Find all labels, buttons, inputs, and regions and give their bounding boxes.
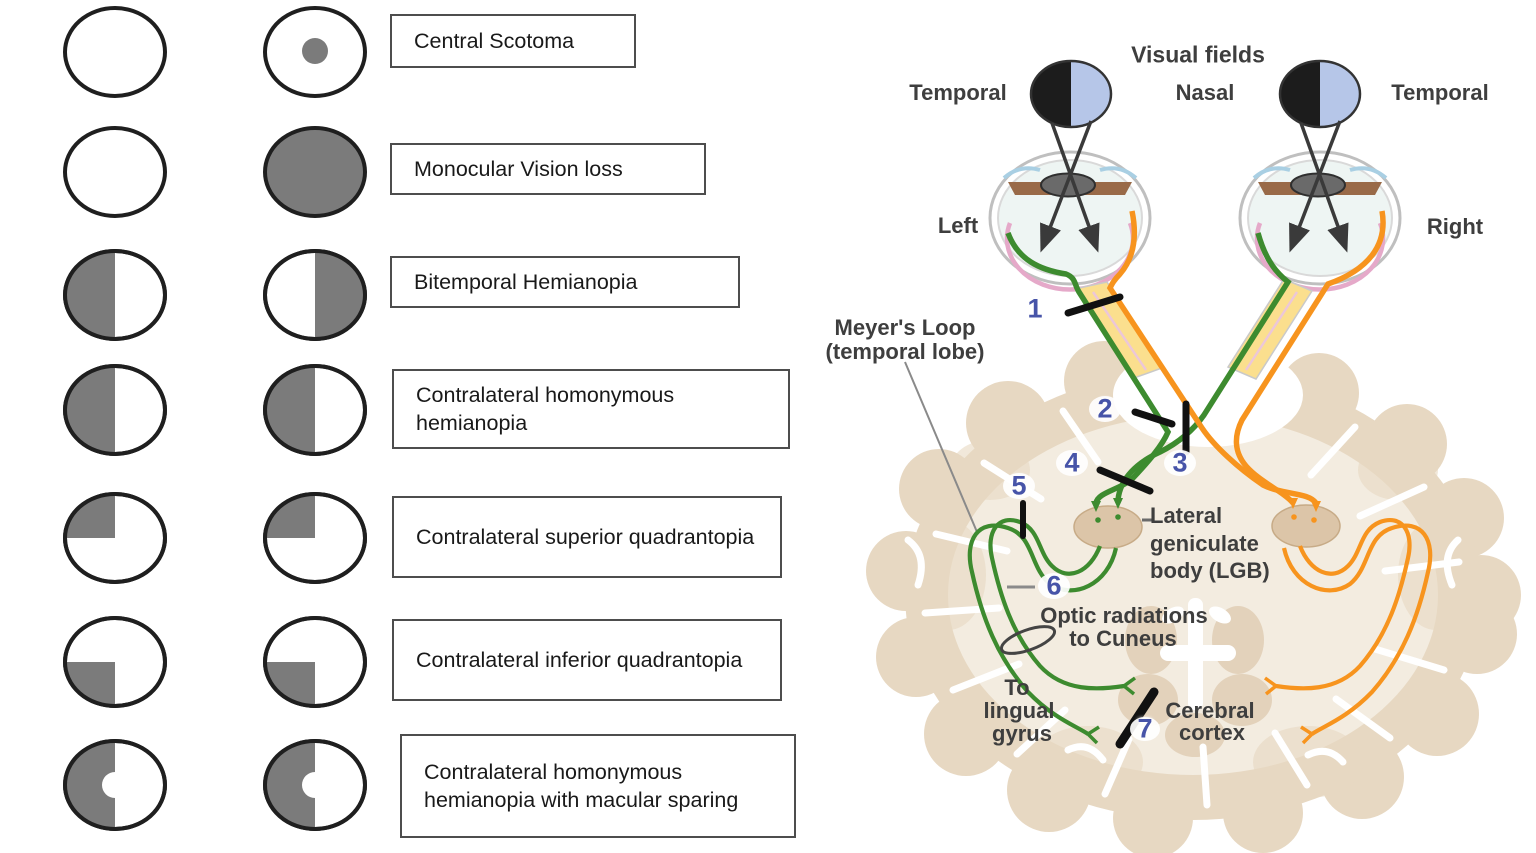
- nasal-field-label: Nasal: [1175, 80, 1235, 105]
- right-visual-field-disk: [1278, 59, 1362, 129]
- right-eye-label: Right: [1426, 214, 1484, 239]
- ventricle: [1160, 598, 1236, 710]
- light-ray-arrows: [1040, 120, 1349, 253]
- lgb-label-line2: geniculate: [1150, 530, 1259, 556]
- field-diagram-left-eye-normal: [63, 6, 167, 98]
- field-diagram-left-eye-left-half-macular-sparing: [63, 739, 167, 831]
- field-diagram-left-eye-upper-left-quadrant-loss: [63, 492, 167, 584]
- field-diagram-left-eye-normal: [63, 126, 167, 218]
- green-lgb-terminals: [1091, 498, 1123, 523]
- lingual-gyrus-label-line1: To: [1004, 675, 1030, 700]
- field-diagram-right-eye-right-half-loss: [263, 249, 367, 341]
- field-diagram-right-eye-left-half-macular-sparing: [263, 739, 367, 831]
- defect-label-box: Monocular Vision loss: [390, 143, 706, 195]
- meyers-loop-label-line1: Meyer's Loop: [834, 315, 976, 340]
- field-diagram-right-eye-total-loss: [263, 126, 367, 218]
- meyers-loop-leader-line: [904, 361, 978, 533]
- cerebral-cortex-label-line2: cortex: [1178, 720, 1246, 745]
- left-lgb: [1073, 505, 1143, 549]
- orange-pathway: [1106, 210, 1433, 745]
- brain-section: [866, 341, 1521, 853]
- defect-label-box: Central Scotoma: [390, 14, 636, 68]
- field-diagram-left-eye-left-half-loss: [63, 364, 167, 456]
- right-lgb: [1271, 504, 1341, 548]
- lgb-label: Lateral geniculate body (LGB): [1150, 502, 1270, 585]
- temporal-field-label-left: Temporal: [909, 80, 1007, 105]
- optic-radiations-label-line1: Optic radiations: [1040, 603, 1208, 628]
- lesion-site-7: 7: [1137, 713, 1153, 744]
- defect-label: Central Scotoma: [414, 28, 575, 53]
- left-eye-label: Left: [937, 213, 979, 238]
- defect-label: Contralateral inferior quadrantopia: [416, 647, 743, 672]
- defect-label: Contralateral homonymous hemianopia with…: [424, 759, 739, 812]
- lesion-ticks: [1020, 293, 1190, 749]
- defect-label-box: Contralateral superior quadrantopia: [392, 496, 782, 578]
- optic-radiations-loop-symbol: [999, 625, 1057, 655]
- defect-label: Contralateral superior quadrantopia: [416, 524, 755, 549]
- lesion-site-3: 3: [1172, 447, 1188, 478]
- defect-label-box: Contralateral inferior quadrantopia: [392, 619, 782, 701]
- temporal-field-label-right: Temporal: [1391, 80, 1489, 105]
- visual-pathway-art: [866, 59, 1521, 853]
- field-diagram-left-eye-lower-left-quadrant-loss: [63, 616, 167, 708]
- lingual-gyrus-label-line3: gyrus: [992, 721, 1052, 746]
- retina-lining: [1254, 222, 1386, 292]
- defect-label: Monocular Vision loss: [414, 156, 623, 181]
- lesion-site-5: 5: [1011, 470, 1027, 501]
- lgb-label-line1: Lateral: [1150, 503, 1223, 528]
- field-diagram-left-eye-left-half-loss: [63, 249, 167, 341]
- meyers-loop-label-line2: (temporal lobe): [825, 339, 985, 364]
- diagram-title: Visual fields: [1131, 41, 1265, 68]
- lesion-site-1: 1: [1027, 293, 1043, 324]
- number-halos: [1003, 296, 1196, 741]
- left-visual-field-disk: [1029, 59, 1113, 129]
- lingual-gyrus-label-line2: lingual: [983, 698, 1055, 723]
- defect-label-box: Contralateral homonymous hemianopia: [392, 369, 790, 449]
- orange-lgb-terminals: [1288, 498, 1321, 523]
- field-diagram-right-eye-lower-left-quadrant-loss: [263, 616, 367, 708]
- central-scotoma-dot: [302, 38, 328, 64]
- field-diagram-right-eye-left-half-loss: [263, 364, 367, 456]
- lesion-site-2: 2: [1097, 393, 1113, 424]
- cerebral-cortex-label-line1: Cerebral: [1165, 698, 1255, 723]
- field-diagram-right-eye-upper-left-quadrant-loss: [263, 492, 367, 584]
- lgb-label-line3: body (LGB): [1150, 558, 1270, 584]
- lesion-site-4: 4: [1064, 447, 1080, 478]
- defect-label-box: Bitemporal Hemianopia: [390, 256, 740, 308]
- defect-label-box: Contralateral homonymous hemianopia with…: [400, 734, 796, 838]
- visual-pathway-diagram: Visual fields Temporal Nasal Temporal Le…: [768, 0, 1536, 853]
- optic-radiations-label-line2: to Cuneus: [1069, 626, 1177, 651]
- left-eye: [988, 150, 1152, 292]
- defect-label: Bitemporal Hemianopia: [414, 269, 638, 294]
- defect-label: Contralateral homonymous hemianopia: [416, 382, 675, 435]
- field-diagram-right-eye-central-scotoma: [263, 6, 367, 98]
- right-eye: [1238, 150, 1402, 292]
- lesion-site-6: 6: [1046, 570, 1062, 601]
